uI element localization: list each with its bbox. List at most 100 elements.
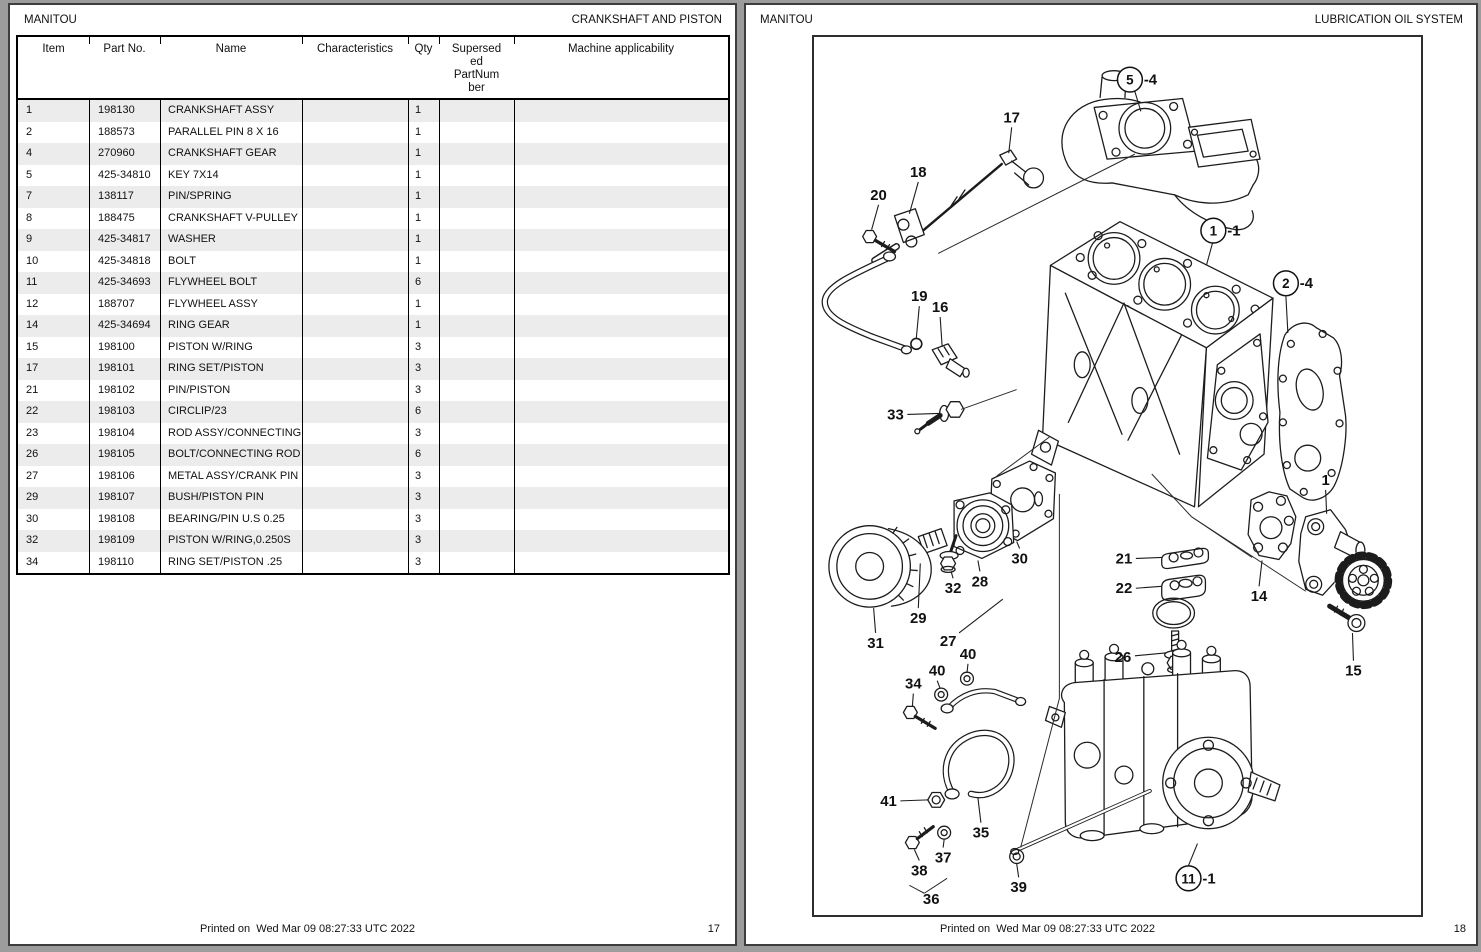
column-header: Name	[160, 37, 302, 98]
page-right: MANITOU LUBRICATION OIL SYSTEM	[744, 3, 1478, 946]
column-header: Supersed ed PartNum ber	[439, 37, 514, 98]
table-cell: 6	[408, 444, 439, 466]
leader-line	[915, 306, 920, 338]
table-cell	[439, 186, 514, 208]
table-cell: 10	[26, 254, 39, 267]
table-cell: FLYWHEEL ASSY	[160, 293, 302, 315]
callout-number: 22	[1116, 581, 1133, 597]
table-cell	[302, 272, 408, 294]
table-cell: 198105	[89, 444, 160, 466]
leader-line	[871, 204, 880, 230]
table-cell	[302, 121, 408, 143]
table-cell: 1	[408, 293, 439, 315]
leader-line	[1351, 632, 1354, 661]
exploded-diagram: 5-41718201916331-12-42122263028322927311…	[821, 66, 1393, 908]
table-cell: PARALLEL PIN 8 X 16	[160, 121, 302, 143]
table-cell: 12	[26, 297, 39, 310]
table-cell	[302, 293, 408, 315]
callout-number: 19	[911, 289, 928, 305]
table-cell: 188707	[89, 293, 160, 315]
table-cell	[514, 229, 728, 251]
callout-number: 5	[1126, 73, 1134, 88]
table-cell: BOLT	[160, 250, 302, 272]
table-cell: 3	[408, 530, 439, 552]
table-cell	[439, 508, 514, 530]
table-cell	[514, 530, 728, 552]
brand-left: MANITOU	[24, 14, 77, 26]
table-cell	[439, 336, 514, 358]
leader-line	[1135, 556, 1162, 560]
table-cell	[302, 465, 408, 487]
table-cell	[514, 444, 728, 466]
column-header: Machine applicability	[514, 37, 728, 98]
table-cell	[439, 358, 514, 380]
table-cell: 8	[26, 211, 33, 224]
table-cell	[514, 143, 728, 165]
table-cell	[439, 422, 514, 444]
callout-suffix: -1	[1202, 871, 1215, 887]
table-cell: 34	[26, 555, 39, 568]
table-cell: 7	[26, 190, 33, 202]
table-cell	[514, 379, 728, 401]
table-cell	[514, 121, 728, 143]
table-cell: 3	[408, 465, 439, 487]
leader-line	[939, 317, 943, 347]
table-cell	[514, 293, 728, 315]
page-title-left: CRANKSHAFT AND PISTON	[571, 14, 722, 26]
table-cell: PIN/SPRING	[160, 186, 302, 208]
leader-line	[936, 680, 941, 689]
callout-circle	[1272, 270, 1300, 297]
table-cell: 198106	[89, 465, 160, 487]
table-cell	[302, 530, 408, 552]
table-cell: PIN/PISTON	[160, 379, 302, 401]
column-header: Characteristics	[302, 37, 408, 98]
table-cell	[439, 100, 514, 122]
callout-number: 34	[905, 677, 922, 693]
callout-number: 20	[870, 188, 887, 204]
leader-line	[907, 412, 940, 415]
table-cell: 198103	[89, 401, 160, 423]
brand-right: MANITOU	[760, 14, 813, 26]
table-cell: 1	[408, 143, 439, 165]
table-cell	[439, 379, 514, 401]
leader-line	[977, 797, 982, 823]
leader-line	[1016, 863, 1020, 878]
callout-suffix: -4	[1144, 73, 1158, 89]
table-cell	[302, 551, 408, 573]
callout-number: 29	[910, 611, 927, 627]
leader-line	[1285, 296, 1289, 333]
table-cell	[439, 444, 514, 466]
table-cell: 23	[26, 426, 39, 439]
table-cell: 6	[408, 272, 439, 294]
table-cell	[302, 207, 408, 229]
table-cell: 9	[26, 233, 33, 245]
table-cell: 2	[26, 125, 33, 138]
page-number-left: 17	[707, 923, 720, 935]
leader-line	[913, 849, 920, 861]
construction-lines	[909, 153, 1307, 894]
table-cell: 3	[408, 487, 439, 509]
leader-line	[911, 693, 914, 707]
table-cell	[439, 121, 514, 143]
table-cell	[514, 100, 728, 122]
table-cell: 198102	[89, 379, 160, 401]
construction-line	[909, 884, 925, 894]
callout-number: 33	[887, 407, 904, 423]
table-cell	[439, 465, 514, 487]
callout-suffix: -1	[1227, 224, 1240, 240]
table-cell: 1	[408, 121, 439, 143]
leader-line	[1325, 489, 1328, 514]
table-cell: 6	[408, 401, 439, 423]
construction-line	[1020, 698, 1060, 848]
